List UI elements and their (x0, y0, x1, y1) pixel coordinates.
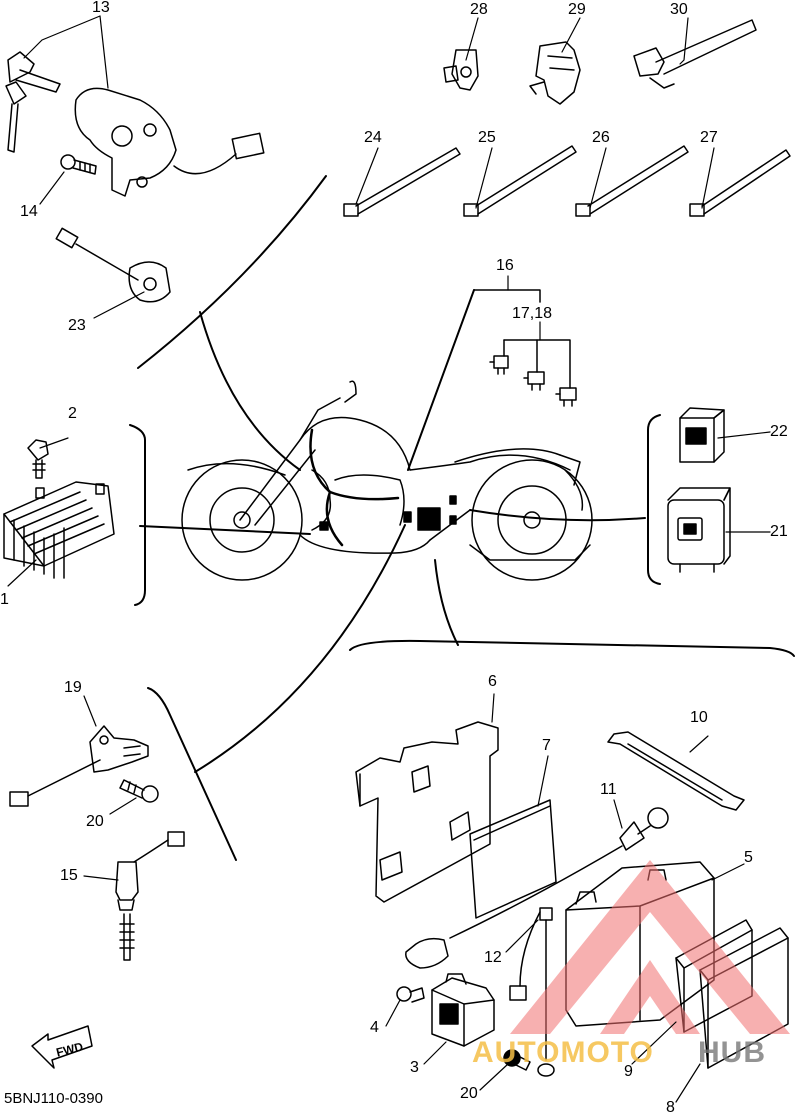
clamp-part-30 (633, 19, 757, 89)
fuse-part-16-18 (473, 289, 577, 407)
battery-box-part-6 (355, 721, 499, 903)
callout-9: 9 (624, 1063, 633, 1080)
callout-21: 21 (770, 523, 788, 540)
clamp-part-29 (529, 41, 581, 105)
cable-tie-part-25 (463, 145, 577, 217)
callout-8: 8 (666, 1099, 675, 1116)
sensor-part-19 (9, 725, 149, 807)
callout-11: 11 (600, 781, 617, 798)
starter-relay-part-3 (431, 973, 495, 1047)
diagram-code: 5BNJ110-0390 (4, 1090, 103, 1107)
relay-part-22 (679, 407, 725, 463)
flasher-relay-part-21 (667, 487, 731, 573)
screw-part-20-left (119, 779, 159, 803)
main-switch-part-13 (5, 51, 265, 197)
callout-30: 30 (670, 1, 688, 18)
rectifier-part-1 (3, 481, 115, 579)
watermark-brand-b: HUB (698, 1036, 766, 1069)
callout-17-18: 17,18 (512, 305, 553, 322)
section-dividers (129, 175, 795, 861)
callout-23: 23 (68, 317, 86, 334)
screw-part-4 (396, 986, 425, 1003)
callout-12: 12 (484, 949, 502, 966)
callout-29: 29 (568, 1, 586, 18)
fwd-label: FWD (55, 1039, 85, 1059)
callout-26: 26 (592, 129, 610, 146)
motorcycle-outline (181, 380, 593, 581)
cable-tie-part-24 (343, 147, 461, 217)
cable-tie-part-27 (689, 149, 791, 217)
callout-5: 5 (744, 849, 753, 866)
switch-part-23 (55, 227, 171, 303)
strap-part-10 (607, 731, 745, 811)
cable-tie-part-26 (575, 145, 689, 217)
watermark-brand-a: AUTOMOTO (472, 1036, 654, 1069)
callout-25: 25 (478, 129, 496, 146)
callout-7: 7 (542, 737, 551, 754)
callout-3: 3 (410, 1059, 419, 1076)
callout-1: 1 (0, 591, 9, 608)
callout-13: 13 (92, 0, 110, 16)
callout-16: 16 (496, 257, 514, 274)
callout-19: 19 (64, 679, 82, 696)
callout-10: 10 (690, 709, 708, 726)
callout-20-bottom: 20 (460, 1085, 478, 1102)
screw-part-20-bottom (503, 1049, 531, 1071)
callout-2: 2 (68, 405, 77, 422)
screw-part-14 (60, 154, 97, 175)
callout-20-left: 20 (86, 813, 104, 830)
watermark-logo (510, 860, 790, 1034)
callout-24: 24 (364, 129, 382, 146)
callout-22: 22 (770, 423, 788, 440)
callout-15: 15 (60, 867, 78, 884)
callout-27: 27 (700, 129, 718, 146)
bolt-part-2 (27, 439, 49, 479)
plate-part-7 (469, 799, 557, 919)
callout-14: 14 (20, 203, 38, 220)
callout-28: 28 (470, 1, 488, 18)
leader-lines (7, 15, 771, 1103)
callout-4: 4 (370, 1019, 379, 1036)
callout-6: 6 (488, 673, 497, 690)
wire-part-11 (405, 807, 669, 969)
switch-part-15 (115, 831, 185, 961)
clamp-part-28 (443, 49, 479, 91)
fwd-arrow-icon: FWD (31, 1025, 93, 1069)
